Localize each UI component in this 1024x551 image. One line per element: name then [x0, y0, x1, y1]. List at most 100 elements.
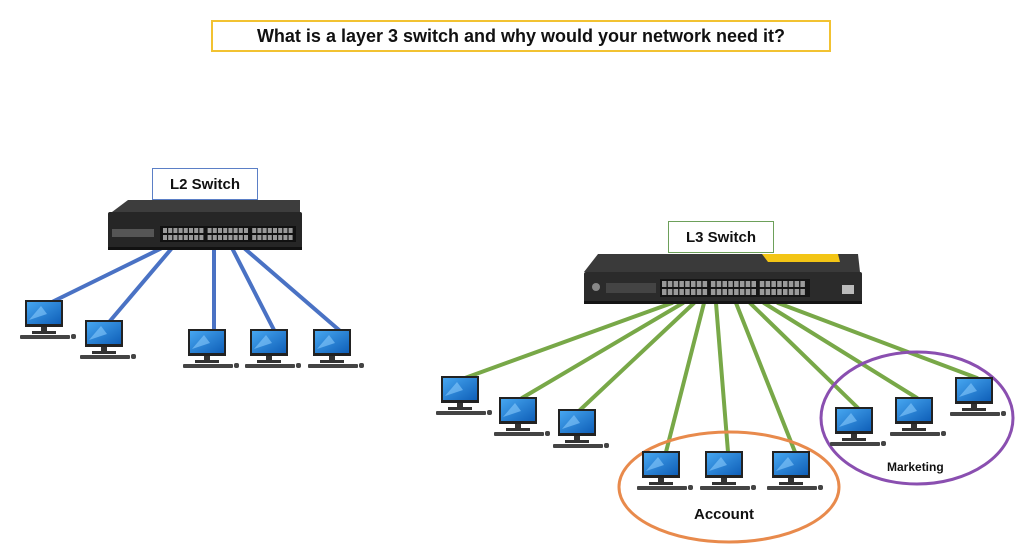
- l3-link: [463, 301, 674, 380]
- switch-port: [716, 289, 722, 295]
- l3-switch: [584, 254, 862, 304]
- computer-icon: [553, 409, 609, 448]
- l3-switch-ports: [662, 281, 805, 295]
- switch-port: [759, 281, 765, 287]
- switch-port: [262, 235, 267, 240]
- switch-port: [183, 228, 188, 233]
- switch-port: [722, 289, 727, 295]
- switch-port: [685, 289, 690, 295]
- switch-port: [759, 289, 765, 295]
- computer-icon: [80, 320, 136, 359]
- l2-switch-label: L2 Switch: [152, 168, 258, 200]
- l3-switch-logo: [592, 283, 600, 291]
- switch-port: [800, 289, 805, 295]
- switch-port: [173, 228, 178, 233]
- l3-links: [463, 301, 979, 454]
- switch-port: [238, 228, 243, 233]
- switch-port: [223, 235, 228, 240]
- switch-port: [212, 228, 217, 233]
- switch-port: [739, 281, 745, 287]
- l2-link: [230, 246, 276, 332]
- switch-port: [252, 235, 257, 240]
- switch-port: [233, 235, 238, 240]
- switch-port: [194, 235, 199, 240]
- switch-port: [218, 228, 222, 233]
- computer-icon: [308, 329, 364, 368]
- computer-icon: [830, 407, 886, 446]
- switch-port: [244, 235, 248, 240]
- switch-port: [163, 235, 167, 240]
- switch-port: [691, 289, 696, 295]
- switch-port: [257, 228, 262, 233]
- switch-port: [163, 228, 167, 233]
- computer-icon: [890, 397, 946, 436]
- l3-link: [734, 301, 797, 454]
- switch-port: [765, 289, 771, 295]
- l2-link: [108, 246, 174, 323]
- switch-port: [207, 228, 212, 233]
- switch-port: [679, 281, 684, 287]
- switch-port: [765, 281, 771, 287]
- l2-link: [242, 246, 341, 332]
- l2-switch-logo-plate: [112, 229, 154, 237]
- switch-port: [233, 228, 238, 233]
- switch-port: [691, 281, 696, 287]
- switch-port: [189, 228, 193, 233]
- switch-port: [696, 289, 702, 295]
- switch-port: [794, 281, 800, 287]
- switch-port: [173, 235, 178, 240]
- switch-port: [257, 235, 262, 240]
- computer-icon: [245, 329, 301, 368]
- switch-port: [783, 281, 788, 287]
- switch-port: [228, 235, 233, 240]
- switch-port: [734, 281, 739, 287]
- switch-port: [199, 235, 204, 240]
- switch-port: [283, 228, 288, 233]
- switch-port: [183, 235, 188, 240]
- switch-port: [168, 228, 173, 233]
- l2-switch-ports: [163, 228, 293, 240]
- switch-port: [745, 289, 751, 295]
- l3-switch-yellow-label: [762, 254, 840, 262]
- l3-link: [776, 301, 979, 380]
- computer-icon: [494, 397, 550, 436]
- switch-port: [745, 281, 751, 287]
- switch-port: [673, 281, 679, 287]
- switch-port: [288, 235, 293, 240]
- switch-port: [273, 235, 277, 240]
- computer-icon: [20, 300, 76, 339]
- switch-port: [783, 289, 788, 295]
- switch-port: [716, 281, 722, 287]
- switch-port: [788, 281, 794, 287]
- switch-port: [278, 228, 283, 233]
- switch-port: [702, 289, 708, 295]
- l3-link: [714, 301, 730, 454]
- switch-port: [739, 289, 745, 295]
- account-group-label: Account: [694, 506, 754, 523]
- switch-port: [228, 228, 233, 233]
- marketing-group-label: Marketing: [887, 460, 944, 474]
- l3-link: [664, 301, 706, 454]
- switch-port: [288, 228, 293, 233]
- switch-port: [771, 281, 776, 287]
- switch-port: [667, 289, 673, 295]
- l3-switch-label: L3 Switch: [668, 221, 774, 253]
- computer-icon: [183, 329, 239, 368]
- page-title: What is a layer 3 switch and why would y…: [211, 20, 831, 52]
- switch-port: [751, 281, 756, 287]
- marketing-group-ellipse: [819, 350, 1015, 486]
- switch-port: [168, 235, 173, 240]
- l3-link: [578, 301, 696, 412]
- switch-port: [710, 281, 716, 287]
- computer-icon: [637, 451, 693, 490]
- switch-port: [252, 228, 257, 233]
- switch-port: [189, 235, 193, 240]
- switch-port: [267, 228, 272, 233]
- switch-port: [728, 281, 733, 287]
- switch-port: [244, 228, 248, 233]
- switch-port: [800, 281, 805, 287]
- switch-port: [777, 289, 782, 295]
- computer-icon: [700, 451, 756, 490]
- switch-port: [788, 289, 794, 295]
- switch-port: [218, 235, 222, 240]
